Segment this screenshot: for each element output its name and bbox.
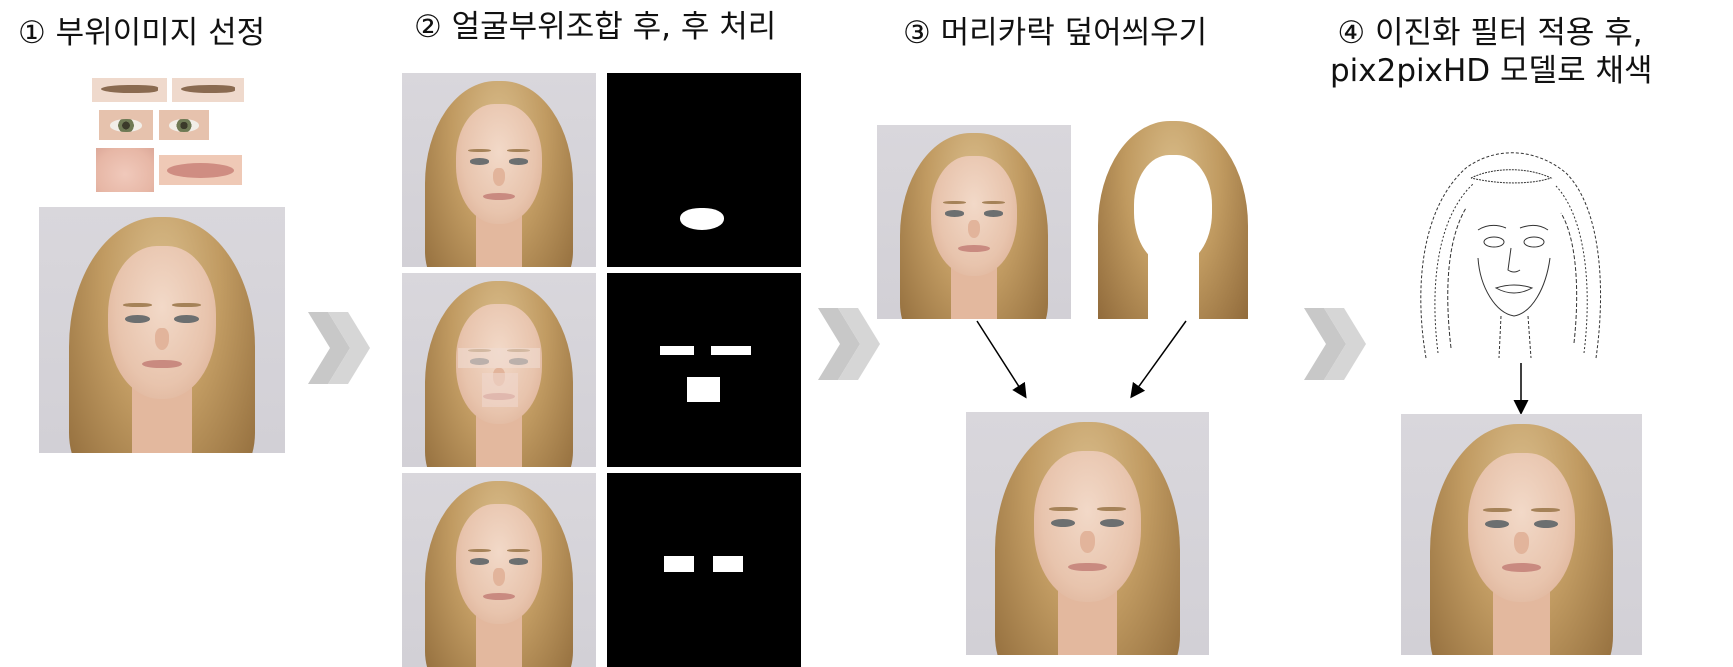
eyebrow-crop-right	[172, 78, 244, 102]
eye-crop-right	[159, 110, 209, 140]
nose-crop	[96, 148, 154, 192]
face-without-hair-image	[877, 125, 1071, 319]
step3-title: ③ 머리카락 덮어씌우기	[903, 15, 1208, 51]
step2-title: ② 얼굴부위조합 후, 후 처리	[414, 9, 777, 45]
chevron-arrow-icon-2	[818, 308, 880, 380]
chevron-arrow-icon-3	[1304, 308, 1366, 380]
eyebrow-crop-left	[92, 78, 167, 102]
combined-face-image-3	[402, 473, 596, 667]
eye-crop-left	[99, 110, 153, 140]
step1-title: ① 부위이미지 선정	[18, 15, 266, 51]
mask-lips	[607, 73, 801, 267]
mask-brows-nose	[607, 273, 801, 467]
chevron-arrow-icon-1	[308, 312, 370, 384]
combined-face-image-1	[402, 73, 596, 267]
step4-title-line2: pix2pixHD 모델로 채색	[1330, 53, 1653, 89]
combined-face-image-2	[402, 273, 596, 467]
hair-cutout-image	[1088, 121, 1258, 319]
hair-overlay-result-image	[966, 412, 1209, 655]
source-face-image	[39, 207, 285, 453]
colorized-result-image	[1401, 414, 1642, 655]
lips-crop	[159, 155, 242, 185]
mask-eyes	[607, 473, 801, 667]
step4-title-line1: ④ 이진화 필터 적용 후,	[1337, 15, 1643, 51]
binarized-sketch-image	[1396, 138, 1614, 361]
step4-title: ④ 이진화 필터 적용 후, pix2pixHD 모델로 채색	[1330, 14, 1653, 90]
